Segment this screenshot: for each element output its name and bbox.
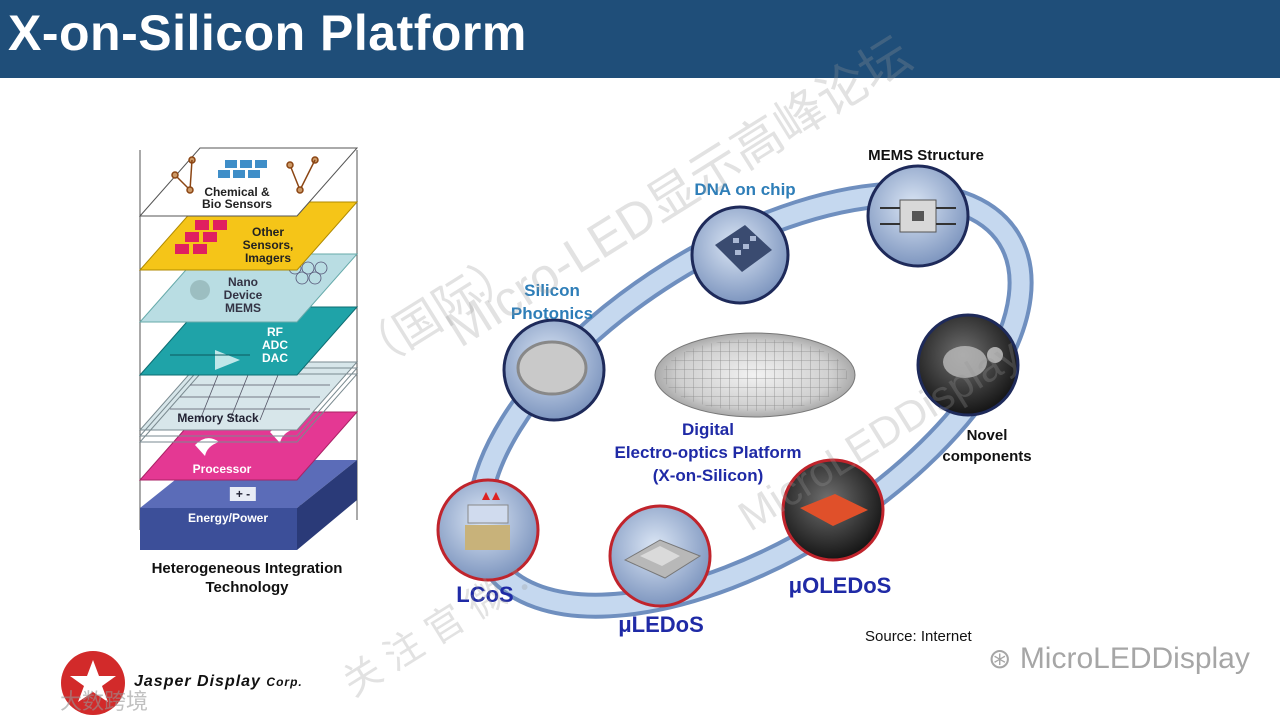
label-memory: Memory Stack bbox=[177, 411, 259, 425]
label-energy-sign: + - bbox=[229, 487, 257, 501]
layer-memory bbox=[138, 361, 359, 431]
watermark-wechat: ⊛ MicroLEDDisplay bbox=[988, 642, 1250, 675]
dna-chip-circle bbox=[690, 205, 790, 305]
silicon-photonics-circle bbox=[502, 318, 606, 422]
uledos-circle bbox=[608, 504, 712, 608]
jasper-logo-icon bbox=[61, 651, 125, 715]
label-processor: Processor bbox=[192, 462, 252, 476]
label-uoledos: μOLEDoS bbox=[788, 573, 892, 598]
wafer-image bbox=[654, 332, 856, 418]
title-bar bbox=[0, 0, 1280, 78]
label-energy: Energy/Power bbox=[187, 511, 269, 525]
integration-stack bbox=[138, 147, 359, 550]
lcos-circle bbox=[436, 478, 540, 582]
label-dna-chip: DNA on chip bbox=[694, 180, 796, 199]
label-uledos: μLEDoS bbox=[618, 612, 704, 637]
watermark-bottom-left: 大数跨境 bbox=[60, 689, 149, 714]
novel-components-circle bbox=[916, 313, 1020, 417]
uoledos-circle bbox=[781, 458, 885, 562]
source-note: Source: Internet bbox=[865, 628, 972, 645]
layer-rf bbox=[138, 306, 359, 376]
label-mems: MEMS Structure bbox=[868, 147, 984, 164]
layer-chemical bbox=[138, 147, 359, 217]
wechat-icon: ⊛ bbox=[988, 643, 1012, 674]
mems-circle bbox=[866, 164, 970, 268]
jasper-logo-text: Jasper Display Corp. bbox=[134, 673, 303, 690]
label-lcos: LCoS bbox=[456, 582, 514, 607]
label-chemical: Chemical &Bio Sensors bbox=[201, 185, 273, 211]
page-title: X-on-Silicon Platform bbox=[8, 5, 527, 61]
